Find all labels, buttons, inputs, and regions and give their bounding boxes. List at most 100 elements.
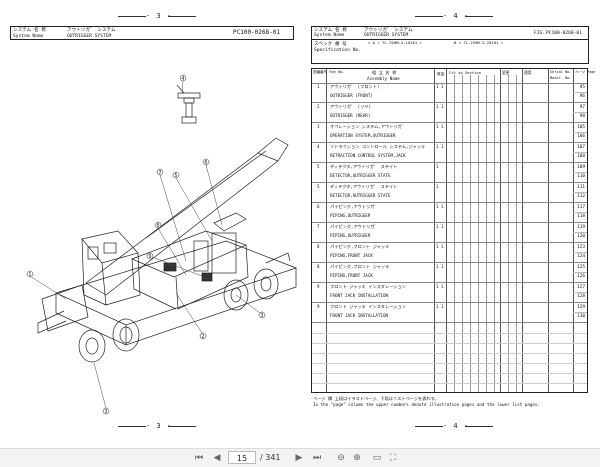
callout-label: 9 (148, 254, 151, 260)
col-header-serial: Serial No. (550, 70, 572, 74)
assembly-name-jp: パイピング,アウトリガ゛ (330, 204, 379, 209)
col-header-assembly-en: Assembly Name (367, 76, 400, 81)
page-illustration[interactable]: 109 (577, 165, 585, 170)
table-row: 9 フロント ジャッキ インスタレーション FRONT JACK INSTALL… (312, 303, 587, 323)
system-value-en: OUTRIGGER SYSTEM (67, 34, 112, 39)
fit-page-icon[interactable]: ▭ (372, 453, 382, 463)
assembly-name-en: OPERATION SYSTEM,OUTRIGGER (330, 133, 396, 138)
next-page-icon[interactable]: ▶ (295, 453, 303, 463)
page-illustration[interactable]: 119 (577, 225, 585, 230)
col-header-qty: 数量 (437, 72, 445, 76)
page-list[interactable]: 130 (577, 314, 585, 319)
assembly-name-jp: フロント ジャッキ インスタレーション (330, 304, 406, 309)
divider (465, 16, 493, 17)
spec-label-en: Specification No. (314, 48, 362, 53)
top-page-number: - 4 - (443, 12, 470, 20)
page-list[interactable]: 108 (577, 154, 585, 159)
first-page-icon[interactable]: ⏮ (194, 453, 204, 463)
page-illustration[interactable]: 117 (577, 205, 585, 210)
assembly-name-jp: フロント ジャッキ インスタレーション (330, 284, 406, 289)
assembly-name-jp: アウトリガ゛ (フロント) (330, 84, 380, 89)
callout-label: 4 (181, 76, 184, 82)
page-list[interactable]: 120 (577, 234, 585, 239)
page-list[interactable]: 106 (577, 134, 585, 139)
divider (118, 16, 146, 17)
assembly-name-jp: ディテクタ,アウトリガ゛ ステイト (330, 164, 398, 169)
page-total: / 341 (260, 453, 281, 462)
assembly-name-en: PIPING,FRONT JACK (330, 253, 373, 258)
system-label-jp: システム 名 称 (314, 28, 347, 33)
page-list[interactable]: 112 (577, 194, 585, 199)
qty: 1 1 (436, 124, 444, 129)
page-illustration[interactable]: 129 (577, 305, 585, 310)
left-page: - 3 - システム 名 称 アウトリガ゛ システム System Name O… (8, 8, 298, 440)
key-no: 2 (317, 104, 320, 109)
key-no: 3 (317, 124, 320, 129)
table-row: 3 オペレーション システム,アウトリガ゛ OPERATION SYSTEM,O… (312, 123, 587, 143)
qty: 1 1 (436, 244, 444, 249)
page-list[interactable]: 128 (577, 294, 585, 299)
page-list[interactable]: 96 (579, 94, 585, 99)
callout-label: 6 (204, 160, 207, 166)
page-illustration[interactable]: 107 (577, 145, 585, 150)
col-header-key: 図番番号 Key No. (313, 70, 345, 74)
page-list[interactable]: 124 (577, 254, 585, 259)
col-header-change: 変更 (502, 70, 510, 75)
system-label-jp: システム 名 称 (13, 28, 46, 33)
zoom-in-icon[interactable]: ⊕ (353, 453, 361, 463)
prev-page-icon[interactable]: ◀ (213, 453, 221, 463)
table-row: 8 パイピング,フロント ジャッキ PIPING,FRONT JACK 1 1 … (312, 263, 587, 283)
page-list[interactable]: 98 (579, 114, 585, 119)
callout-label: 7 (158, 170, 161, 176)
page-illustration[interactable]: 127 (577, 285, 585, 290)
page-illustration[interactable]: 111 (577, 185, 585, 190)
callout-label: 1 (28, 272, 31, 278)
fullscreen-icon[interactable]: ⛶ (389, 453, 397, 463)
fig-label: FIG. (534, 31, 546, 36)
system-value-jp: アウトリガ゛ システム (364, 28, 413, 33)
zoom-out-icon[interactable]: ⊖ (337, 453, 345, 463)
col-header-assembly-jp: 組 立 名 称 (372, 70, 397, 75)
page-list[interactable]: 110 (577, 174, 585, 179)
page-list[interactable]: 126 (577, 274, 585, 279)
key-no: 5 (317, 184, 320, 189)
key-no: 8 (317, 264, 320, 269)
page-list[interactable]: 118 (577, 214, 585, 219)
key-no: 9 (317, 304, 320, 309)
last-page-icon[interactable]: ⏭ (312, 453, 322, 463)
qty: 1 1 (436, 84, 444, 89)
callout-label: 5 (174, 173, 177, 179)
assembly-name-en: PIPING,OUTRIGGER (330, 233, 371, 238)
assembly-name-jp: アウトリガ゛ (リヤ) (330, 104, 372, 109)
qty: 1 1 (436, 224, 444, 229)
key-no: 4 (317, 144, 320, 149)
system-value-en: OUTRIGGER SYSTEM (364, 33, 409, 38)
table-row: 5 ディテクタ,アウトリガ゛ ステイト DETECTOR,OUTRIGGER S… (312, 163, 587, 183)
bottom-page-number: - 3 - (146, 422, 173, 430)
page-illustration[interactable]: 123 (577, 245, 585, 250)
left-header: システム 名 称 アウトリガ゛ システム System Name OUTRIGG… (10, 26, 294, 40)
assembly-name-en: RETRACTION CONTROL SYSTEM,JACK (330, 153, 406, 158)
right-page: - 4 - システム 名 称 アウトリガ゛ システム System Name O… (303, 8, 593, 440)
assembly-name-en: PIPING,FRONT JACK (330, 273, 373, 278)
page-illustration[interactable]: 95 (579, 85, 585, 90)
page-number-input[interactable]: 15 (228, 451, 256, 464)
divider (168, 426, 196, 427)
assembly-name-jp: ディテクタ,アウトリガ゛ ステイト (330, 184, 398, 189)
table-row: 6 パイピング,アウトリガ゛ PIPING,OUTRIGGER 1 1 117 … (312, 203, 587, 223)
qty: 1 (436, 184, 439, 189)
right-header: システム 名 称 アウトリガ゛ システム System Name OUTRIGG… (311, 26, 589, 64)
table-row: 1 アウトリガ゛ (フロント) OUTRIGGER (FRONT) 1 1 95… (312, 83, 587, 103)
assembly-name-jp: オペレーション システム,アウトリガ゛ (330, 124, 407, 129)
page-illustration[interactable]: 125 (577, 265, 585, 270)
divider (415, 426, 443, 427)
page-illustration[interactable]: 105 (577, 125, 585, 130)
key-no: 5 (317, 164, 320, 169)
assembly-name-en: PIPING,OUTRIGGER (330, 213, 371, 218)
page-illustration[interactable]: 97 (579, 105, 585, 110)
fig-code: PC100-0268-01 (233, 29, 280, 36)
assembly-name-jp: リトラクション コントロール システム,ジャッキ (330, 144, 426, 149)
divider (465, 426, 493, 427)
key-no: 9 (317, 284, 320, 289)
key-no: 1 (317, 84, 320, 89)
